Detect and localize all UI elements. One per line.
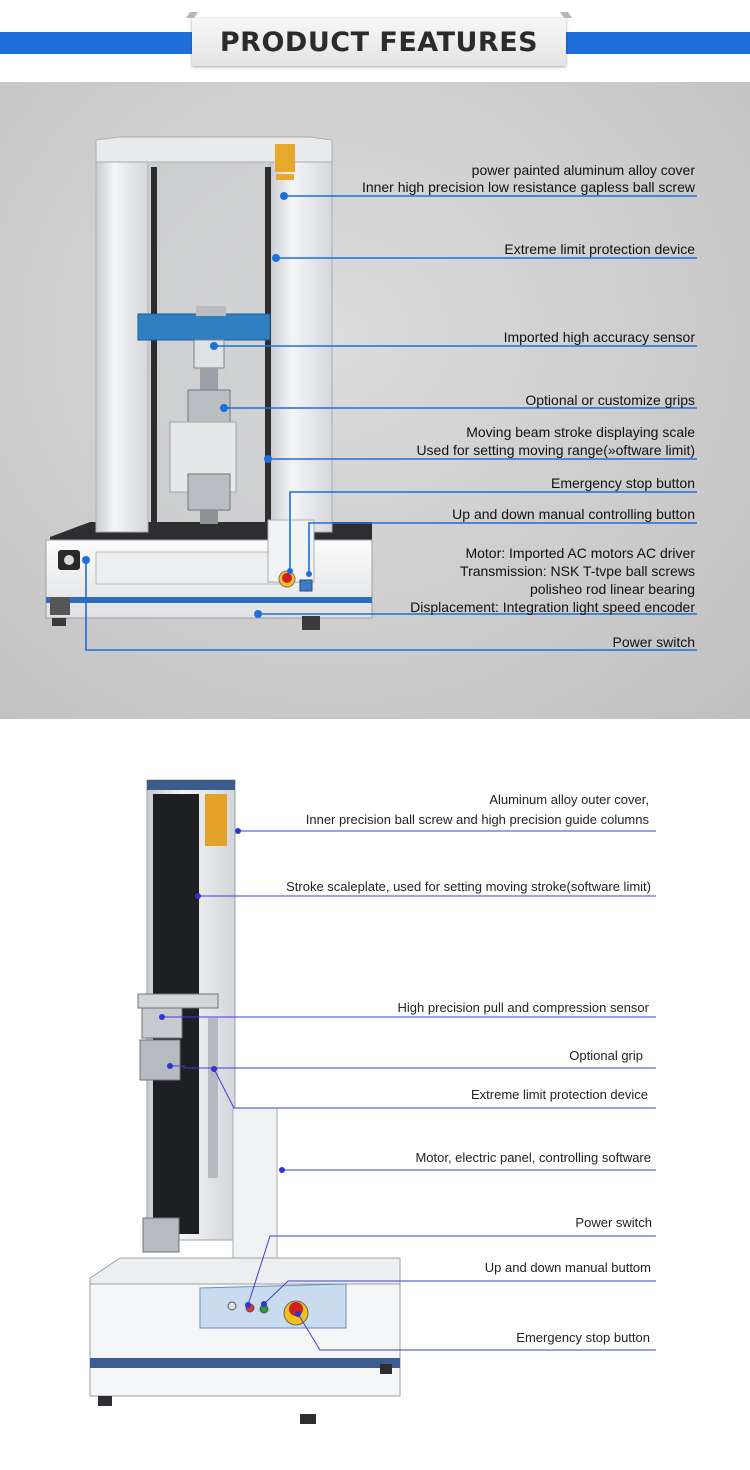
label-emergency-stop-2: Emergency stop button bbox=[516, 1330, 650, 1345]
label-power-switch-2: Power switch bbox=[575, 1215, 652, 1230]
panel1-leader-lines bbox=[85, 195, 697, 651]
header: PRODUCT FEATURES bbox=[0, 0, 750, 78]
panel2-leader-dots bbox=[159, 828, 301, 1317]
header-accent-bar-left bbox=[0, 32, 192, 54]
label-extreme-limit-protection: Extreme limit protection device bbox=[504, 241, 695, 257]
header-accent-bar-right bbox=[566, 32, 750, 54]
label-linear-bearing: polisheo rod linear bearing bbox=[530, 581, 695, 597]
panel1-leader-dots bbox=[82, 192, 312, 618]
label-displacement-encoder: Displacement: Integration light speed en… bbox=[410, 599, 695, 615]
panel2-leader-lines bbox=[162, 830, 656, 1351]
single-column-base bbox=[89, 1257, 401, 1424]
label-power-switch: Power switch bbox=[613, 634, 695, 650]
crosshead-beam bbox=[137, 306, 271, 341]
label-stroke-scaleplate: Stroke scaleplate, used for setting movi… bbox=[286, 879, 651, 894]
label-aluminum-cover: power painted aluminum alloy cover bbox=[472, 162, 696, 178]
label-emergency-stop: Emergency stop button bbox=[551, 475, 695, 491]
label-extreme-limit-device: Extreme limit protection device bbox=[471, 1087, 648, 1102]
machine-base bbox=[45, 522, 373, 630]
label-gapless-ball-screw: Inner high precision low resistance gapl… bbox=[362, 179, 696, 195]
side-cabinet bbox=[232, 1107, 278, 1269]
label-moving-range: Used for setting moving range(»oftware l… bbox=[416, 442, 695, 458]
label-stroke-scale: Moving beam stroke displaying scale bbox=[466, 424, 695, 440]
page-title: PRODUCT FEATURES bbox=[219, 26, 539, 58]
label-manual-buttom: Up and down manual buttom bbox=[485, 1260, 651, 1275]
single-column-feature-panel: Aluminum alloy outer cover, Inner precis… bbox=[0, 728, 750, 1470]
title-banner: PRODUCT FEATURES bbox=[192, 18, 566, 66]
label-motor: Motor: Imported AC motors AC driver bbox=[465, 545, 695, 561]
label-motor-electric-panel: Motor, electric panel, controlling softw… bbox=[415, 1150, 651, 1165]
label-transmission: Transmission: NSK T-tvpe ball screws bbox=[460, 563, 695, 579]
power-switch-icon bbox=[58, 550, 80, 570]
label-ball-screw-guide-columns: Inner precision ball screw and high prec… bbox=[306, 812, 650, 827]
label-optional-grips: Optional or customize grips bbox=[525, 392, 695, 408]
label-pull-compression-sensor: High precision pull and compression sens… bbox=[398, 1000, 650, 1015]
label-aluminum-outer-cover: Aluminum alloy outer cover, bbox=[489, 792, 649, 807]
double-column-feature-panel: power painted aluminum alloy cover Inner… bbox=[0, 82, 750, 719]
label-high-accuracy-sensor: Imported high accuracy sensor bbox=[504, 329, 696, 345]
control-box bbox=[267, 519, 315, 592]
double-column-machine-illustration: power painted aluminum alloy cover Inner… bbox=[45, 136, 697, 651]
single-column-machine-illustration: Aluminum alloy outer cover, Inner precis… bbox=[89, 779, 656, 1424]
sensor-and-grips bbox=[169, 339, 237, 524]
label-optional-grip: Optional grip bbox=[569, 1048, 643, 1063]
label-manual-controlling-button: Up and down manual controlling button bbox=[452, 506, 695, 522]
